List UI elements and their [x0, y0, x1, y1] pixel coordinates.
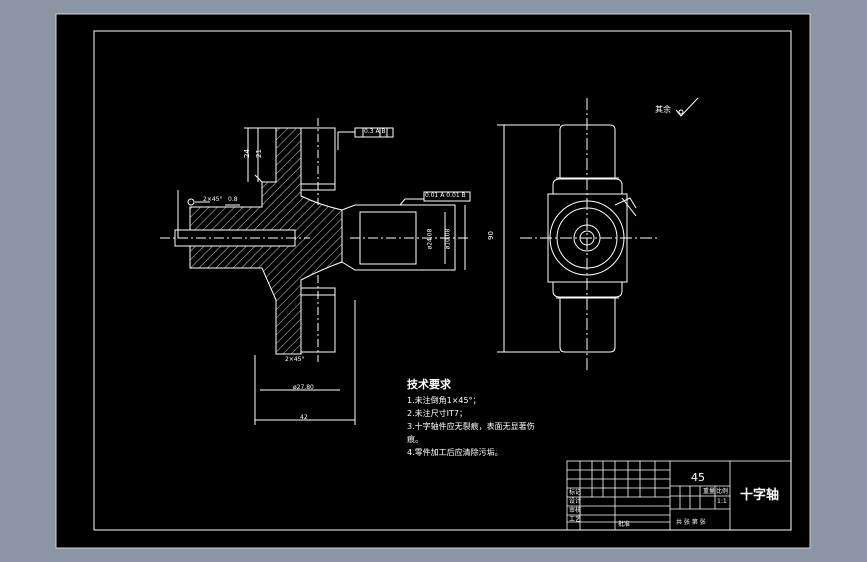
drawing-sheet	[55, 13, 811, 549]
dim-journal-dia: ø27.80	[293, 384, 314, 391]
dim-hole-dia: ø24.08	[426, 228, 434, 250]
tech-req-line: 痕。	[407, 435, 423, 444]
design-label: 设计	[569, 498, 582, 505]
dim-flange-depth: 24	[242, 149, 251, 158]
side-view	[497, 98, 660, 372]
scale-label: 比例	[716, 488, 729, 495]
section-view	[160, 118, 471, 425]
dim-hub-length: 42	[300, 414, 308, 421]
marker-label: 标记	[569, 489, 582, 496]
process-label: 工艺	[569, 516, 582, 523]
dim-overall-height: 90	[486, 231, 495, 240]
check-label: 审核	[569, 507, 582, 514]
dim-bore-dia: ø10.08	[444, 228, 452, 250]
tolerance-note: 0.8	[228, 196, 238, 203]
tech-req-line: 3.十字轴件应无裂痕，表面无显著伤	[407, 422, 535, 431]
chamfer-bottom: 2×45°	[285, 356, 305, 363]
tech-req-title: 技术要求	[407, 378, 451, 391]
sheet-label: 共 张 第 张	[676, 519, 706, 526]
weight-label: 重量	[703, 488, 716, 495]
surface-finish-label: 其余	[655, 105, 671, 114]
tech-req-line: 4.零件加工后应清除污垢。	[407, 448, 503, 457]
surface-finish-mark	[675, 97, 699, 117]
callout-mid: 0.01 A 0.01 B	[425, 192, 466, 199]
tech-req-line: 1.未注倒角1×45°；	[407, 396, 481, 405]
scale-value: 1:1	[717, 498, 727, 505]
approve-label: 批准	[618, 521, 631, 528]
drawing-border	[93, 30, 792, 531]
callout-top: 0.3 A B	[364, 128, 386, 135]
material-label: 45	[691, 471, 705, 484]
tech-req-line: 2.未注尺寸IT7；	[407, 409, 467, 418]
chamfer-left: 2×45°	[203, 196, 223, 203]
dim-step-depth: 21	[254, 149, 263, 158]
title-block	[566, 460, 792, 531]
part-name: 十字轴	[740, 488, 780, 503]
